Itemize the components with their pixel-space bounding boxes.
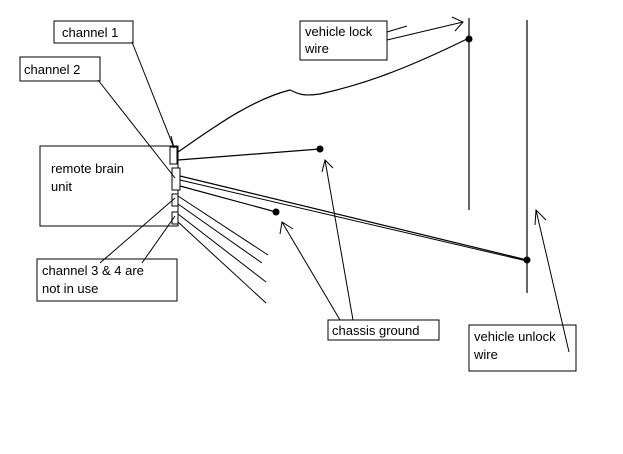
channel-2-label: channel 2 [24,62,80,77]
channels-3-4-pointer-b [141,215,176,264]
chassis-ground-arrow-lower [279,221,341,321]
unused-wire-2 [177,203,263,264]
channel-1-pointer [131,41,175,149]
remote-brain-label-line2: unit [51,179,72,194]
vehicle-lock-arrow [386,16,464,41]
vehicle-unlock-label-line2: wire [473,347,498,362]
unlock-wire-junction-dot [523,256,531,264]
vehicle-lock-label-line1: vehicle lock [305,24,373,39]
channel-2-pointer [97,79,176,179]
vehicle-unlock-label-line1: vehicle unlock [474,329,556,344]
chassis-ground-label: chassis ground [332,323,419,338]
channel-2-terminal [171,167,181,191]
remote-brain-label-line1: remote brain [51,161,124,176]
lock-wire-junction-dot [465,35,473,43]
channel-1-wire [177,37,470,153]
channel-2-wire-b [179,179,528,262]
channels-3-4-label-box [36,258,178,302]
unused-wire-4 [177,221,267,304]
vehicle-unlock-arrow [534,208,570,353]
chassis-ground-arrow-upper [321,159,354,321]
unused-wire-3 [177,213,267,283]
channels-3-4-label-line2: not in use [42,281,98,296]
channel-2-wire-a [179,175,528,261]
remote-brain-unit-box [39,145,179,227]
ground-point-upper-dot [316,145,324,153]
ground-point-lower-dot [272,208,280,216]
channels-3-4-label-line1: channel 3 & 4 are [42,263,144,278]
channel-2-ground-wire [179,185,277,213]
unused-wire-1 [177,195,269,256]
vehicle-lock-pointer-tick [386,25,408,33]
channel-1-label-box [53,20,134,44]
chassis-ground-label-box [327,319,440,341]
channel-4-terminal [171,211,179,225]
channel-2-label-box [19,56,101,82]
vehicle-unlock-label-box [468,324,577,372]
channel-1-ground-wire [177,148,321,161]
channel-1-pointer-arrowhead [170,135,175,149]
vehicle-lock-label-box [299,20,388,61]
vehicle-lock-label-line2: wire [304,41,329,56]
channel-1-label: channel 1 [62,25,118,40]
channels-3-4-pointer-a [99,197,176,264]
channel-1-terminal [169,146,178,165]
